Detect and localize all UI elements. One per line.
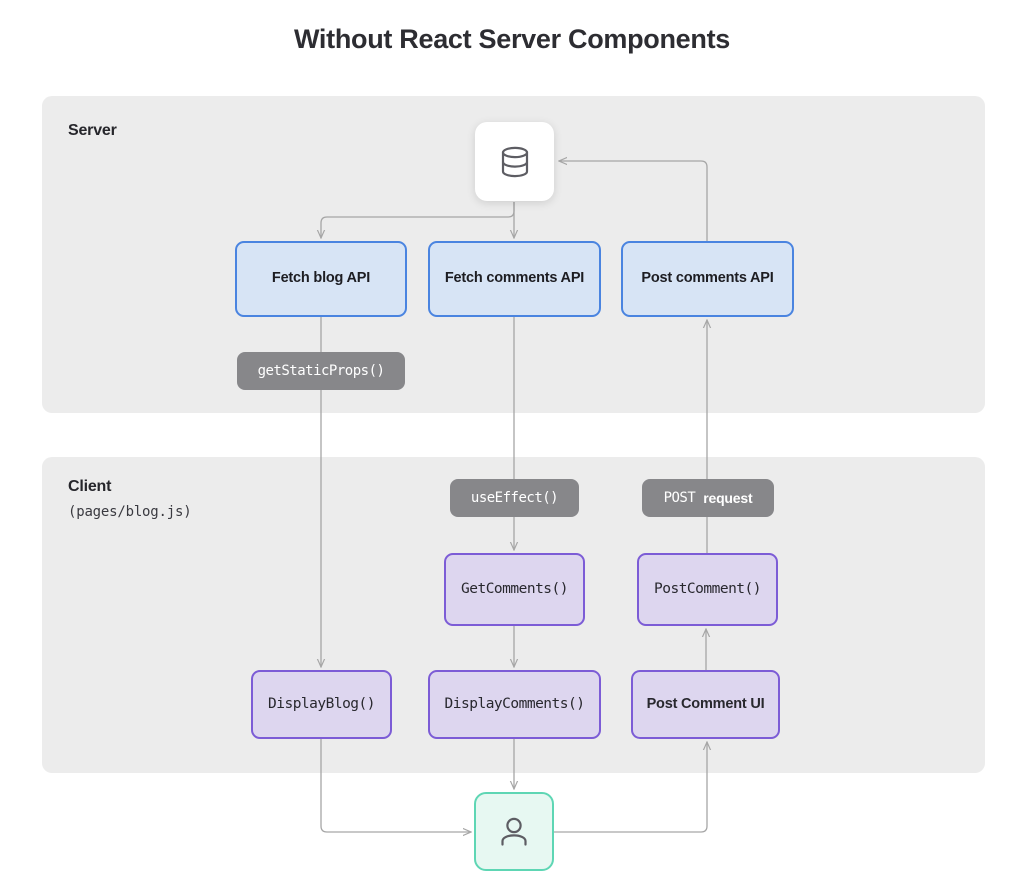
node-fetch-blog-api[interactable]: Fetch blog API	[235, 241, 407, 317]
page-title: Without React Server Components	[293, 24, 731, 54]
pill-use-effect: useEffect()	[450, 479, 579, 517]
node-post-comment[interactable]: PostComment()	[637, 553, 778, 626]
pill-post-request-method: POST	[663, 490, 704, 506]
client-lane-subtitle: (pages/blog.js)	[68, 504, 192, 520]
user-node[interactable]	[474, 792, 554, 871]
pill-get-static-props: getStaticProps()	[237, 352, 405, 390]
database-node[interactable]	[475, 122, 554, 201]
pill-post-request: POST request	[642, 479, 774, 517]
user-icon	[501, 817, 527, 846]
client-lane-title: Client	[68, 478, 112, 495]
server-lane-title: Server	[68, 122, 117, 139]
database-icon	[501, 146, 528, 177]
node-get-comments[interactable]: GetComments()	[444, 553, 585, 626]
node-post-comment-ui[interactable]: Post Comment UI	[631, 670, 780, 739]
node-display-comments[interactable]: DisplayComments()	[428, 670, 601, 739]
node-display-blog[interactable]: DisplayBlog()	[251, 670, 392, 739]
node-post-comments-api[interactable]: Post comments API	[621, 241, 794, 317]
pill-post-request-word: request	[703, 490, 753, 506]
node-fetch-comments-api[interactable]: Fetch comments API	[428, 241, 601, 317]
